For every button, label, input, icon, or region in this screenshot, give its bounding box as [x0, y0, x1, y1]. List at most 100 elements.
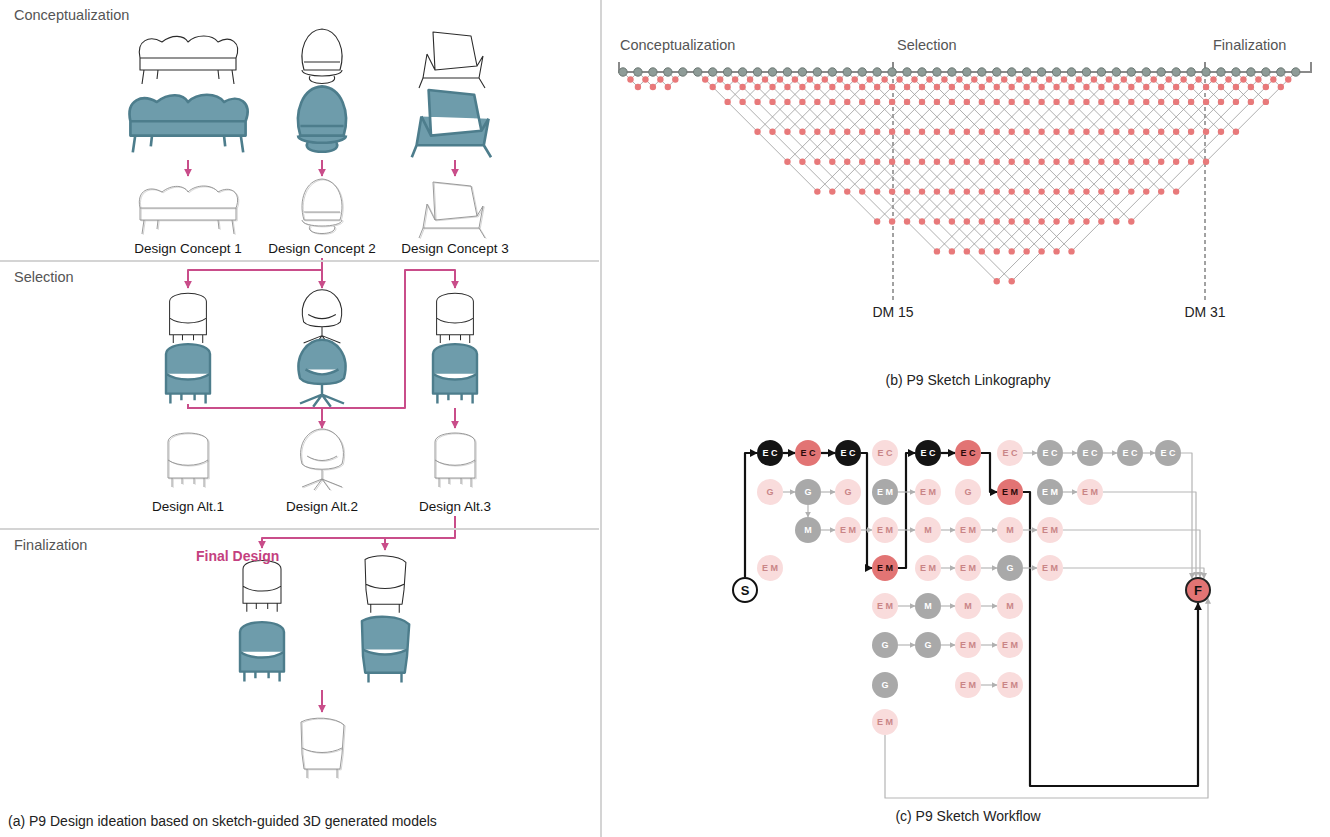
chair-sketch — [139, 36, 237, 84]
link-line — [802, 72, 892, 162]
link-line — [1131, 72, 1281, 222]
link-dot — [919, 84, 925, 90]
chair-figure — [302, 29, 342, 84]
chair-sketch — [419, 32, 485, 88]
design-move-dot — [1127, 68, 1135, 76]
link-dot — [784, 129, 790, 135]
link-dot — [829, 99, 835, 105]
link-dot — [1240, 76, 1246, 82]
link-dot — [1009, 129, 1015, 135]
dm-marker-line — [1205, 72, 1206, 300]
step-code: E C — [877, 449, 892, 458]
workflow-circle: G — [835, 479, 861, 505]
link-dot — [1218, 129, 1224, 135]
phase-band: Design Concept 1Design Concept 2Design C… — [0, 0, 599, 262]
link-dot — [926, 76, 932, 82]
link-line — [773, 72, 833, 132]
link-line — [892, 72, 1012, 192]
step-code: E C — [1160, 449, 1175, 458]
workflow-arrow — [1023, 567, 1037, 568]
chair-figure — [139, 36, 237, 84]
link-line — [847, 72, 1026, 251]
step-code: E C — [1122, 449, 1137, 458]
link-dot — [829, 129, 835, 135]
workflow-circle: M — [997, 517, 1023, 543]
link-dot — [1038, 129, 1044, 135]
design-move-dot — [1277, 68, 1285, 76]
link-dot — [949, 129, 955, 135]
link-dot — [874, 159, 880, 165]
link-dot — [949, 84, 955, 90]
chair-sketch-faint — [302, 179, 342, 234]
panel-caption: (b) P9 Sketch Linkography — [886, 372, 1051, 389]
link-dot — [1233, 84, 1239, 90]
link-dot — [904, 99, 910, 105]
link-dot — [1083, 218, 1089, 224]
link-dot — [1285, 76, 1291, 82]
link-dot — [979, 159, 985, 165]
phase-band: Design Alt.1Design Alt.2Design Alt.3Sele… — [0, 262, 599, 530]
design-label: Design Alt.2 — [286, 499, 358, 514]
workflow-circle: E M — [1037, 479, 1063, 505]
workflow-circle: G — [915, 632, 941, 658]
chair-sketch-faint — [168, 433, 208, 487]
design-move-dot — [694, 68, 702, 76]
link-dot — [1009, 159, 1015, 165]
link-dot — [1053, 218, 1059, 224]
link-dot — [1001, 76, 1007, 82]
link-dot — [979, 218, 985, 224]
phase-label: Finalization — [1213, 37, 1286, 54]
workflow-circle: E M — [872, 555, 898, 581]
workflow-arrow — [1023, 452, 1037, 453]
step-code: F — [1194, 584, 1202, 597]
link-line — [817, 72, 907, 162]
workflow-circle: E C — [955, 440, 981, 466]
workflow-arrow — [898, 605, 915, 606]
pink-arrow — [321, 690, 323, 712]
link-dot — [844, 159, 850, 165]
main-workflow-arrow — [745, 453, 757, 577]
link-dot — [1038, 188, 1044, 194]
design-move-dot — [888, 68, 896, 76]
design-move-dot — [738, 68, 746, 76]
pink-arrow — [454, 408, 456, 428]
link-dot — [1083, 84, 1089, 90]
design-move-dot — [783, 68, 791, 76]
link-dot — [979, 84, 985, 90]
link-dot — [986, 76, 992, 82]
workflow-circle: E C — [795, 440, 821, 466]
link-dot — [1009, 99, 1015, 105]
link-dot — [1263, 99, 1269, 105]
link-dot — [1113, 218, 1119, 224]
link-dot — [1068, 188, 1074, 194]
workflow-circle: M — [915, 517, 941, 543]
step-code: E M — [960, 564, 976, 573]
link-dot — [1188, 129, 1194, 135]
step-code: E C — [840, 449, 855, 458]
pink-arrow — [454, 160, 456, 176]
link-dot — [964, 188, 970, 194]
link-dot — [1023, 129, 1029, 135]
link-dot — [1083, 159, 1089, 165]
main-workflow-arrow — [821, 452, 835, 454]
link-dot — [889, 188, 895, 194]
link-dot — [1165, 76, 1171, 82]
link-dot — [956, 76, 962, 82]
link-dot — [1098, 129, 1104, 135]
link-dot — [1068, 129, 1074, 135]
chair-figure — [435, 433, 476, 488]
link-dot — [1023, 159, 1029, 165]
workflow-circle: E C — [915, 440, 941, 466]
design-move-dot — [768, 68, 776, 76]
link-line — [1072, 72, 1251, 251]
link-dot — [1009, 248, 1015, 254]
link-dot — [829, 188, 835, 194]
phase-heading: Selection — [14, 269, 599, 285]
link-dot — [1128, 99, 1134, 105]
design-label: Design Concept 1 — [134, 241, 241, 256]
link-dot — [1016, 76, 1022, 82]
chair-figure — [170, 293, 207, 343]
link-dot — [994, 278, 1000, 284]
chair-sketch-faint — [435, 433, 475, 487]
step-code: M — [924, 602, 932, 611]
